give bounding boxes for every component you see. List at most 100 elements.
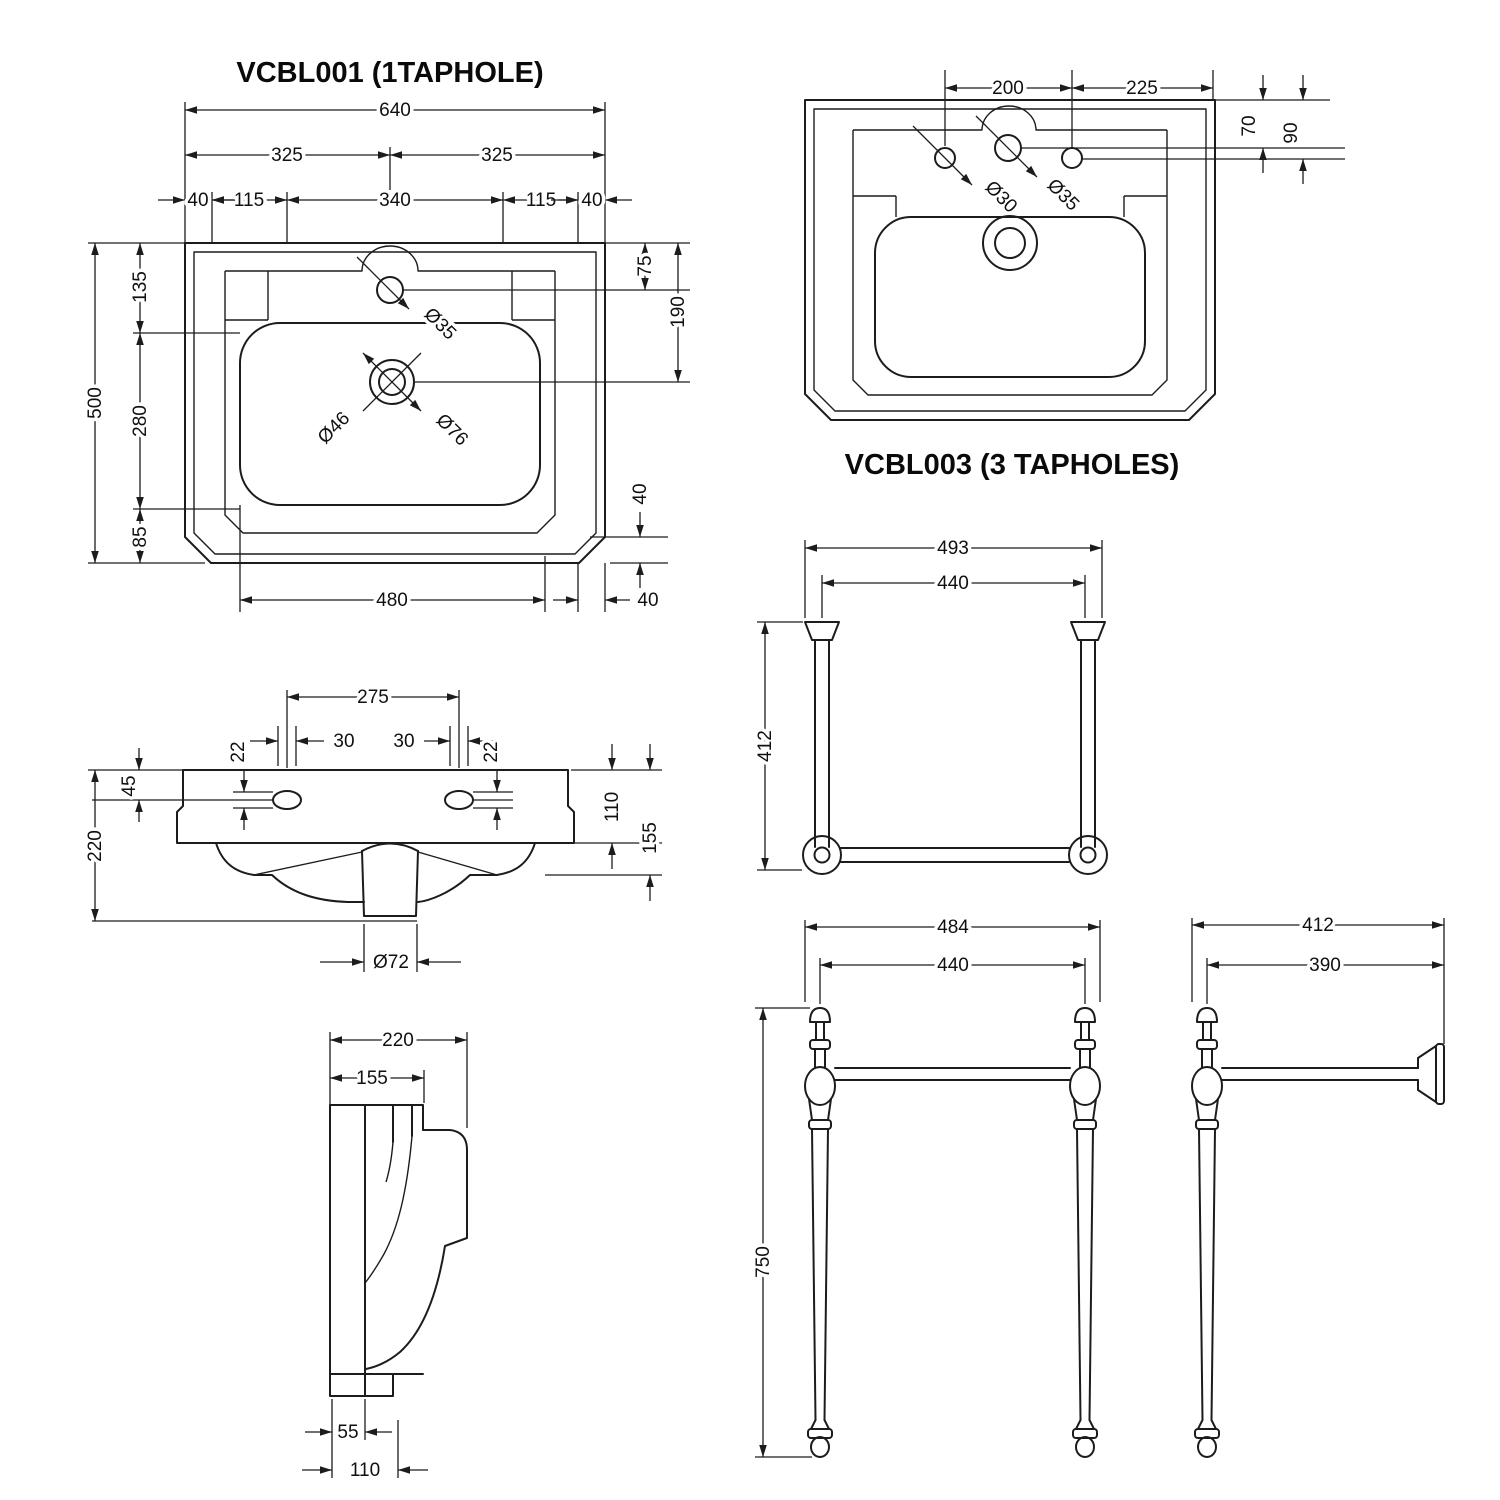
waste-dia-leader-2 [362,352,422,412]
svg-text:70: 70 [1239,115,1260,136]
bowl-outline [874,216,1146,378]
waste-trap-outline [361,850,419,917]
tap-hole-left [934,147,956,169]
svg-text:480: 480 [376,590,408,611]
svg-text:750: 750 [753,1246,774,1278]
basin-rim-outline [193,251,597,555]
svg-text:22: 22 [228,741,249,762]
dimension-440-legs: 440 [820,952,1085,980]
dimension-412-frame: 412 [752,622,780,870]
fixing-hole-left [272,790,302,810]
extension-lines [755,920,1101,1458]
svg-text:22: 22 [481,741,502,762]
svg-text:325: 325 [481,145,513,166]
side-ledge-and-bowl-profile [365,1129,468,1370]
dimension-45: 45 [116,748,144,822]
dim-tap-dia: Ø35 [420,304,460,344]
title-vcbl003: VCBL003 (3 TAPHOLES) [845,449,1180,481]
dim-side-tap-dia: Ø30 [981,177,1021,217]
dimension-280: 280 [127,333,155,509]
deck-shoulder-steps [225,271,555,321]
dimension-340: 340 [287,187,503,215]
svg-text:440: 440 [937,955,969,976]
bowl-cone-lines [253,851,498,876]
svg-text:30: 30 [393,731,414,752]
bowl-outline [239,322,541,506]
dimension-135: 135 [127,243,155,333]
dimension-275: 275 [287,684,459,712]
underside-left-silhouette [215,842,365,903]
deck-opening-outline [224,245,556,534]
svg-text:220: 220 [382,1030,414,1051]
svg-text:340: 340 [379,190,411,211]
dimension-90: 90 [1278,75,1307,184]
svg-text:40: 40 [637,590,658,611]
right-flange [1070,621,1106,641]
inner-bowl-profile [364,1135,413,1284]
side-elevation-view: 220 155 55 110 [302,1027,468,1485]
right-socket-inner [1079,846,1097,864]
svg-text:110: 110 [602,792,623,822]
svg-text:390: 390 [1309,955,1341,976]
dimension-110-front: 110 [599,744,627,869]
dimension-155-side: 155 [330,1065,424,1093]
dimension-220-side: 220 [330,1027,467,1055]
dimension-440-frame: 440 [822,570,1085,598]
fixing-hole-right [444,790,474,810]
dimension-110-side: 110 [302,1457,428,1485]
svg-text:55: 55 [337,1422,358,1443]
dim-center-tap-dia: Ø35 [1043,175,1083,215]
extension-lines [944,70,1345,160]
side-base-outline [329,1373,424,1397]
svg-text:275: 275 [357,687,389,708]
tap-hole-right [1061,147,1083,169]
svg-text:Ø72: Ø72 [373,952,409,973]
dimension-750: 750 [750,1008,778,1457]
svg-text:493: 493 [937,538,969,559]
bottom-rail [840,847,1070,863]
dimension-55: 55 [305,1419,392,1447]
washstand-frame-top-view: 493 440 412 [752,535,1108,875]
dim-waste-outer-dia: Ø76 [432,410,472,450]
washstand-leg-side-view: 412 390 [1191,912,1445,1458]
svg-text:155: 155 [356,1068,388,1089]
dimension-190: 190 [665,243,693,382]
dimension-30-left: 30 [250,728,358,756]
dimension-40-chamfer-h: 40 [553,587,662,615]
svg-text:85: 85 [130,526,151,547]
dimension-484: 484 [805,914,1100,942]
extension-lines [88,102,690,612]
plan-view-1-taphole: VCBL001 (1TAPHOLE) Ø35 Ø46 Ø76 640 325 3 [82,54,693,615]
dimension-200: 200 [945,75,1072,103]
crossbar [834,1067,1071,1081]
svg-text:440: 440 [937,573,969,594]
svg-text:280: 280 [130,405,151,437]
waste-hole-outer [982,215,1038,271]
svg-text:40: 40 [581,190,602,211]
dimension-155-front: 155 [637,744,665,901]
dim-waste-inner-dia: Ø46 [314,408,354,448]
basin-front-outline [176,769,575,844]
svg-text:225: 225 [1126,78,1158,99]
svg-text:500: 500 [85,387,106,419]
svg-text:40: 40 [630,483,651,504]
dimension-40-right: 40 [551,187,632,215]
extension-lines [757,540,1103,871]
svg-text:110: 110 [350,1460,380,1481]
extension-lines [1191,918,1445,1044]
svg-text:412: 412 [755,730,776,762]
svg-text:412: 412 [1302,915,1334,936]
dimension-325-right: 325 [390,142,605,170]
dimension-640: 640 [185,97,605,125]
svg-text:45: 45 [119,775,140,796]
svg-text:115: 115 [234,190,264,211]
dimension-40-chamfer-v: 40 [627,480,655,588]
bowl-bottom-dome [361,842,419,852]
svg-text:75: 75 [635,255,656,276]
dimension-412-side: 412 [1192,912,1444,940]
extension-lines [329,1032,468,1478]
dimension-493: 493 [805,535,1102,563]
svg-text:484: 484 [937,917,969,938]
